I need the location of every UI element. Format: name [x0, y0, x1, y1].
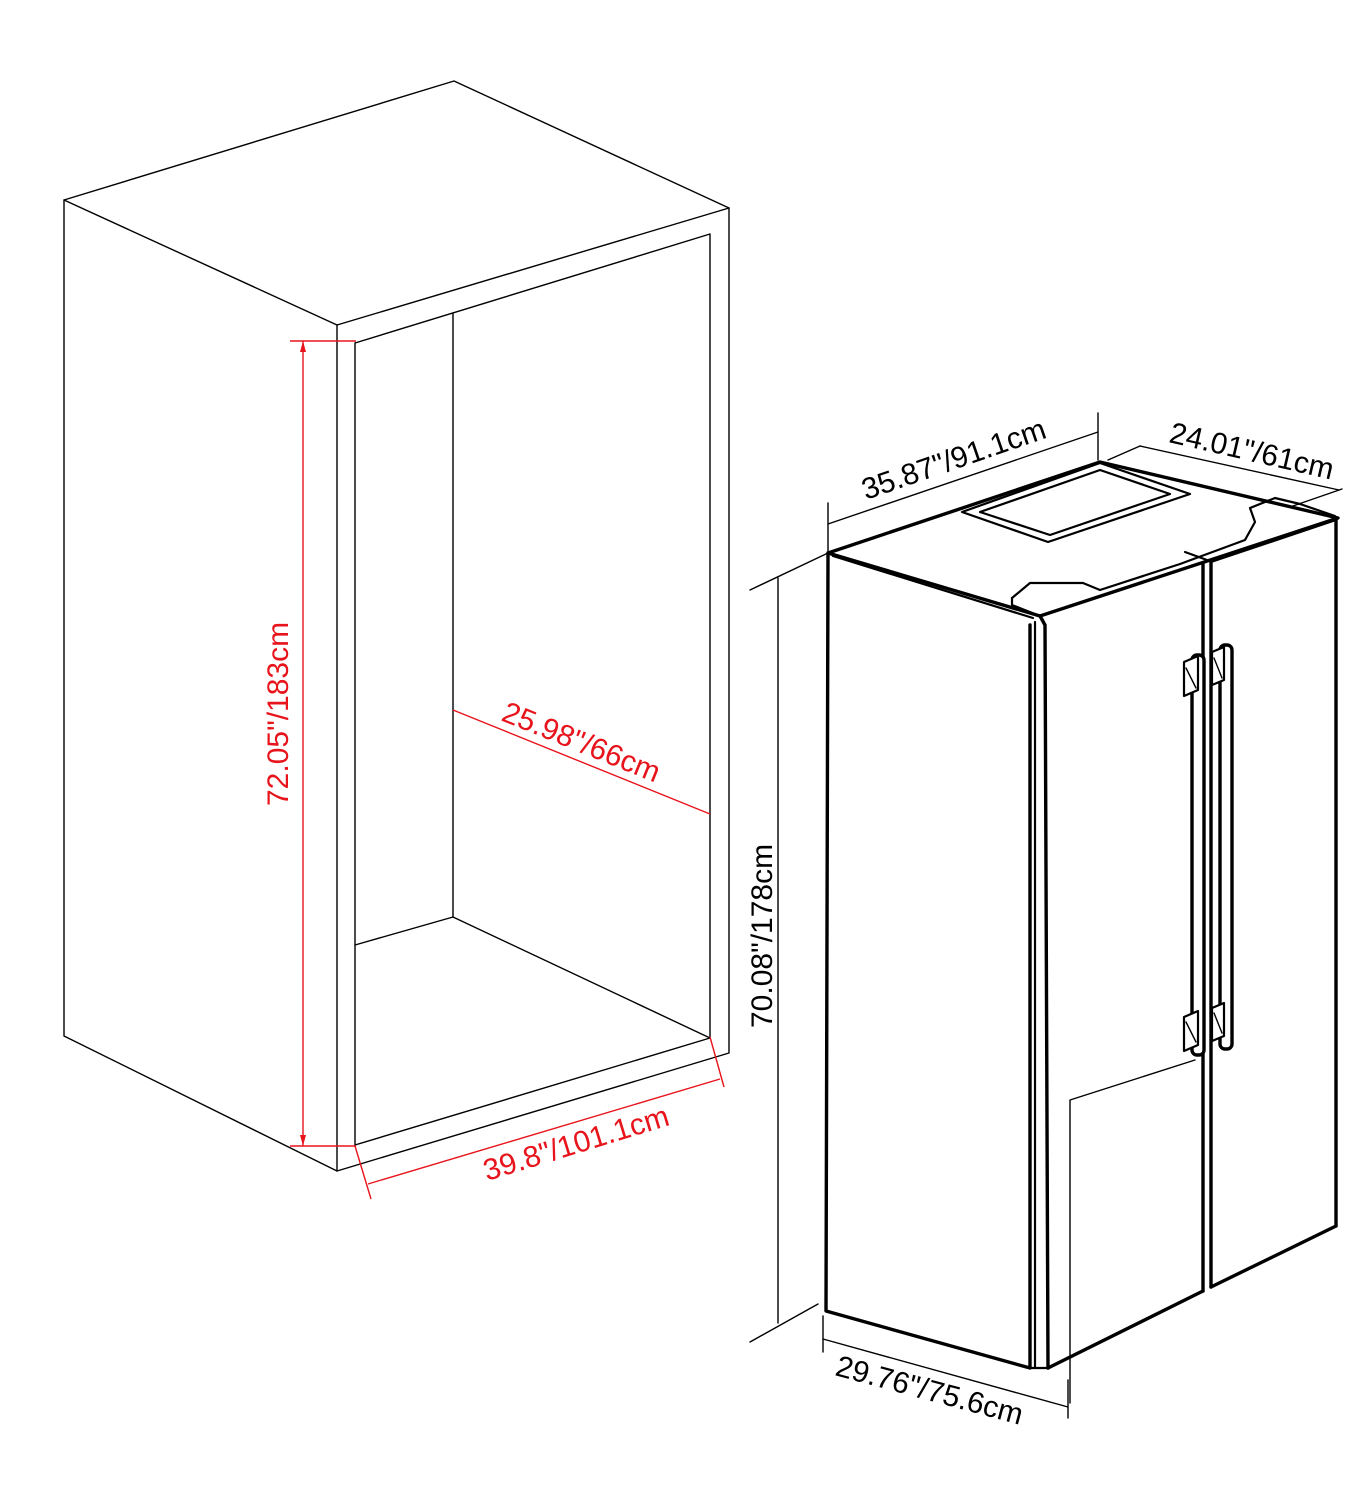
cabinet-depth-label: 25.98"/66cm: [497, 696, 665, 789]
cabinet-drawing: [63, 80, 730, 1172]
cabinet-opening-frame: [354, 233, 711, 1146]
fridge-depth-label: 24.01"/61cm: [1166, 417, 1337, 487]
cabinet-side: [63, 199, 338, 1172]
freezer-door-bottom: [1046, 1289, 1205, 1370]
fridge-depth-with-doors-label: 29.76"/75.6cm: [832, 1350, 1026, 1432]
cabinet-dimensions: 72.05"/183cm 25.98"/66cm 39.8"/101.1cm: [262, 340, 725, 1200]
refrigerator-drawing: [824, 460, 1340, 1404]
dispenser-outline: [1069, 1059, 1196, 1404]
freezer-door-edge: [1038, 614, 1050, 1370]
fridge-door-bottom: [1209, 1224, 1338, 1289]
fridge-height-label: 70.08"/178cm: [746, 844, 779, 1028]
cabinet-width-label: 39.8"/101.1cm: [479, 1100, 673, 1188]
fridge-top: [826, 460, 1340, 618]
fridge-top-notch: [1010, 496, 1337, 600]
cabinet-front-frame: [336, 207, 730, 1172]
freezer-handle: [1182, 653, 1206, 1057]
fridge-top-vent: [960, 461, 1192, 544]
cabinet-height-label: 72.05"/183cm: [262, 622, 295, 806]
fridge-side: [824, 551, 1032, 1370]
cabinet-floor-back-left: [354, 916, 454, 946]
cabinet-top: [63, 80, 730, 326]
cabinet-floor-back-right: [452, 916, 711, 1039]
refrigerator-handle: [1210, 643, 1234, 1051]
